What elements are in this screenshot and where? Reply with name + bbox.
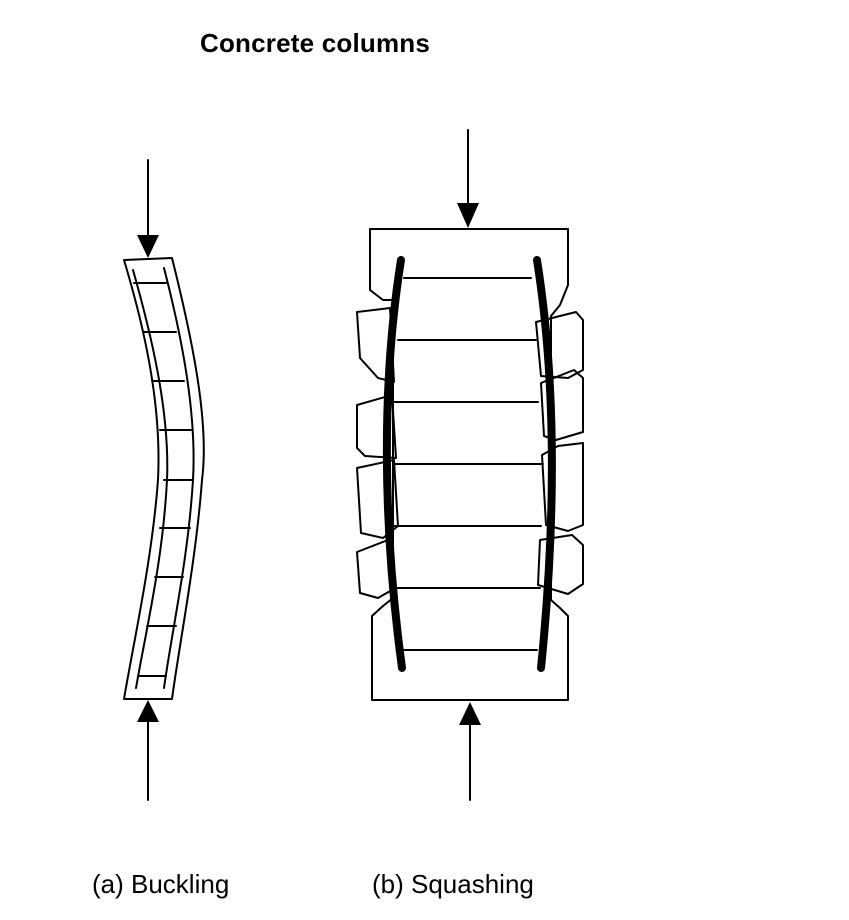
diagram-title: Concrete columns [200, 28, 431, 58]
caption-squashing: (b) Squashing [372, 869, 534, 899]
squashing-column-outline [369, 228, 569, 701]
squashing-right-bar [533, 256, 556, 672]
squashing-column [356, 129, 584, 801]
squashing-ties [392, 277, 544, 651]
caption-buckling: (a) Buckling [92, 869, 230, 899]
buckling-column-outline [123, 257, 205, 700]
squashing-bottom-load-arrow [459, 702, 481, 801]
buckling-top-load-arrow [137, 159, 159, 258]
buckling-ties [133, 282, 194, 677]
squashing-top-load-arrow [457, 129, 479, 228]
buckling-column [123, 159, 205, 801]
squashing-right-spalling [535, 311, 584, 595]
squashing-left-bar [382, 256, 406, 672]
buckling-bottom-load-arrow [137, 700, 159, 801]
